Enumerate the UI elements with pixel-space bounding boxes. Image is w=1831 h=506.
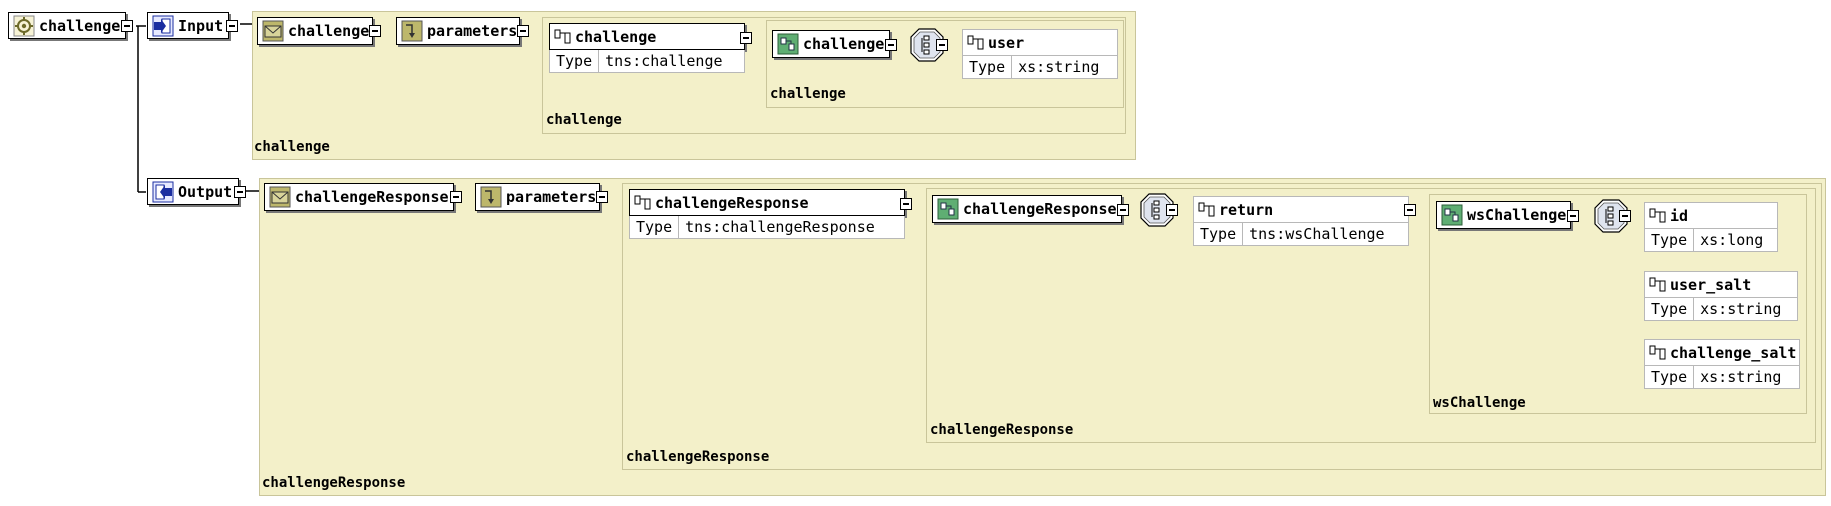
output-ws-type-node[interactable]: wsChallenge	[1436, 201, 1571, 229]
input-complex-caption: challenge	[770, 86, 846, 102]
collapse-toggle[interactable]	[936, 39, 948, 51]
element-icon	[634, 195, 651, 209]
type-value: xs:long	[1700, 231, 1764, 249]
output-return-node[interactable]: return Type tns:wsChallenge	[1193, 196, 1409, 246]
input-node[interactable]: Input	[147, 12, 229, 39]
collapse-toggle[interactable]	[450, 191, 462, 203]
collapse-toggle[interactable]	[740, 32, 752, 44]
type-key: Type	[963, 56, 1013, 78]
collapse-toggle[interactable]	[596, 191, 608, 203]
type-key: Type	[1645, 366, 1695, 388]
input-complex-type-name: challenge	[803, 35, 885, 53]
output-complex-type-node[interactable]: challengeResponse	[932, 195, 1122, 223]
type-key: Type	[1645, 229, 1695, 251]
output-complex-caption: challengeResponse	[930, 422, 1074, 438]
field-name: id	[1670, 206, 1689, 225]
output-part-node[interactable]: parameters	[475, 183, 600, 211]
output-ws-type-name: wsChallenge	[1467, 206, 1567, 224]
collapse-toggle[interactable]	[1166, 204, 1178, 216]
sequence-icon[interactable]	[1594, 199, 1628, 233]
element-icon	[1198, 202, 1215, 216]
type-value: xs:string	[1018, 58, 1100, 76]
output-element-node[interactable]: challengeResponse Type tns:challengeRespo…	[629, 189, 905, 239]
input-arrow-icon	[152, 15, 174, 36]
type-key: Type	[550, 50, 600, 72]
output-element-caption: challengeResponse	[626, 449, 770, 465]
element-icon	[554, 29, 571, 43]
envelope-icon	[269, 186, 291, 208]
output-message-node[interactable]: challengeResponse	[264, 183, 454, 211]
output-field-challenge-salt[interactable]: challenge_salt Type xs:string	[1644, 339, 1800, 389]
envelope-icon	[262, 20, 284, 42]
input-element-caption: challenge	[546, 112, 622, 128]
output-element-name: challengeResponse	[655, 193, 809, 212]
type-key: Type	[1645, 298, 1695, 320]
return-name: return	[1219, 200, 1274, 219]
part-icon	[480, 186, 502, 208]
output-field-id[interactable]: id Type xs:long	[1644, 202, 1778, 252]
type-value: xs:string	[1700, 300, 1782, 318]
type-value: tns:challenge	[605, 52, 723, 70]
input-element-name: challenge	[575, 27, 657, 46]
collapse-toggle[interactable]	[1404, 204, 1416, 216]
collapse-toggle[interactable]	[885, 39, 897, 51]
collapse-toggle[interactable]	[121, 20, 133, 32]
input-part-name: parameters	[427, 22, 518, 40]
input-message-caption: challenge	[254, 139, 330, 155]
output-complex-type-name: challengeResponse	[963, 200, 1117, 218]
input-part-node[interactable]: parameters	[396, 17, 520, 45]
type-value: xs:string	[1700, 368, 1782, 386]
collapse-toggle[interactable]	[517, 25, 529, 37]
input-message-name: challenge	[288, 22, 370, 40]
type-key: Type	[630, 216, 680, 238]
output-part-name: parameters	[506, 188, 597, 206]
type-key: Type	[1194, 223, 1244, 245]
collapse-toggle[interactable]	[369, 25, 381, 37]
collapse-toggle[interactable]	[1619, 210, 1631, 222]
element-icon	[1649, 345, 1666, 359]
sequence-icon[interactable]	[1140, 193, 1174, 227]
output-message-caption: challengeResponse	[262, 475, 406, 491]
collapse-toggle[interactable]	[900, 198, 912, 210]
output-arrow-icon	[152, 181, 174, 202]
complex-type-icon	[1441, 204, 1463, 226]
operation-node[interactable]: challenge	[8, 12, 126, 39]
sequence-icon[interactable]	[910, 28, 944, 62]
collapse-toggle[interactable]	[226, 20, 238, 32]
output-node[interactable]: Output	[147, 178, 239, 205]
input-message-node[interactable]: challenge	[257, 17, 373, 45]
complex-type-icon	[777, 33, 799, 55]
output-field-user-salt[interactable]: user_salt Type xs:string	[1644, 271, 1798, 321]
element-icon	[1649, 277, 1666, 291]
field-name: user_salt	[1670, 275, 1752, 294]
input-element-node[interactable]: challenge Type tns:challenge	[549, 23, 745, 73]
output-message-name: challengeResponse	[295, 188, 449, 206]
input-complex-type-node[interactable]: challenge	[772, 30, 890, 58]
complex-type-icon	[937, 198, 959, 220]
output-ws-caption: wsChallenge	[1433, 395, 1526, 411]
part-icon	[401, 20, 423, 42]
field-name: challenge_salt	[1670, 343, 1797, 362]
collapse-toggle[interactable]	[1117, 204, 1129, 216]
output-label: Output	[178, 182, 233, 201]
collapse-toggle[interactable]	[1567, 210, 1579, 222]
input-field-user[interactable]: user Type xs:string	[962, 29, 1118, 79]
type-value: tns:wsChallenge	[1249, 225, 1385, 243]
type-value: tns:challengeResponse	[685, 218, 875, 236]
field-name: user	[988, 33, 1025, 52]
collapse-toggle[interactable]	[234, 186, 246, 198]
element-icon	[1649, 208, 1666, 222]
element-icon	[967, 35, 984, 49]
input-label: Input	[178, 16, 224, 35]
operation-name: challenge	[39, 16, 121, 35]
gear-icon	[13, 15, 35, 36]
